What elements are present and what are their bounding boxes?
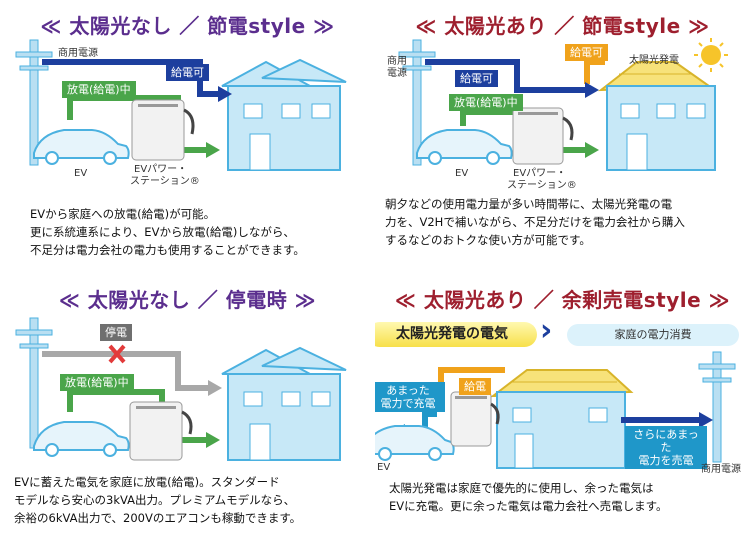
utility-pole-icon [15,317,53,449]
desc-line: 朝夕などの使用電力量が多い時間帯に、太陽光発電の電 [385,197,673,211]
solar-label: 太陽光発電 [629,55,679,66]
solar-power-box: 太陽光発電の電気 [375,322,537,347]
solar-feed-tag: 給電可 [565,44,608,61]
panel-blackout: ≪ 太陽光なし ／ 停電時 ≫ [0,274,375,547]
green-arrow-ev-to-house [67,95,220,158]
chevron-right-icon: › [540,313,553,348]
blackout-tag: 停電 [100,324,132,341]
panel-with-solar-saving: ≪ 太陽光あり ／ 節電style ≫ [375,0,750,273]
station-label-line2: ステーション® [130,176,200,187]
ev-label: EV [455,168,469,179]
charge-surplus-line2: 電力で充電 [380,397,436,410]
orange-arrow-solar-to-house [584,59,605,84]
ev-car-icon [33,421,130,457]
ev-power-station-icon [512,107,574,165]
gray-arrow-grid-cut [42,351,222,396]
feed-tag: 給電 [459,378,491,395]
ev-power-station-icon [131,99,195,161]
discharging-tag: 放電(給電)中 [449,94,523,111]
grid-label: 商用電源 [58,48,98,59]
panel-title: ≪ 太陽光なし ／ 停電時 ≫ [58,288,317,312]
panel-surplus-sale: ≪ 太陽光あり ／ 余剰売電style ≫ 太陽光発電の電気 › 家庭の電力消費 [375,274,750,547]
blackout-x-icon [108,344,126,364]
diagram-with-solar-saving [398,38,728,171]
ev-car-icon [375,425,455,461]
desc-line: するなどのおトクな使い方が可能です。 [385,233,591,247]
desc-line: 更に系統連系により、EVから放電(給電)しながら、 [30,225,295,239]
ev-power-station-icon [450,391,500,447]
grid-label: 商用電源 [701,464,741,475]
desc-line: 不足分は電力会社の電力も使用することができます。 [30,243,305,257]
house-with-solar-icon [489,369,634,469]
discharging-tag: 放電(給電)中 [60,374,134,391]
discharging-tag: 放電(給電)中 [62,81,136,98]
house-with-solar-icon [597,61,716,171]
feed-available-tag: 給電可 [166,64,209,81]
panel-description: EVから家庭への放電(給電)が可能。 更に系統連系により、EVから放電(給電)し… [30,205,305,259]
station-label-line1: EVパワー・ [134,164,188,175]
blue-arrow-grid-to-house [425,59,599,98]
utility-pole-icon [398,39,436,166]
grid-label-line2: 電源 [387,68,407,79]
house-icon [221,58,347,171]
desc-line: 太陽光発電は家庭で優先的に使用し、余った電気は [389,481,654,495]
desc-line: モデルなら安心の3kVA出力。プレミアムモデルなら、 [14,493,296,507]
diagram-surplus-sale [375,351,736,469]
feed-available-tag: 給電可 [455,70,498,87]
station-label-line2: ステーション® [507,180,577,191]
household-consumption-box: 家庭の電力消費 [567,324,739,346]
diagram-blackout [15,317,347,461]
ev-car-icon [416,129,513,165]
charge-surplus-tag: あまった 電力で充電 [375,382,445,412]
house-icon [221,346,347,461]
sell-surplus-line2: 電力を売電 [638,454,694,467]
panel-title: ≪ 太陽光なし ／ 節電style ≫ [40,14,335,38]
ev-label: EV [377,462,391,473]
panel-title: ≪ 太陽光あり ／ 余剰売電style ≫ [394,288,731,312]
panel-title: ≪ 太陽光あり ／ 節電style ≫ [415,14,710,38]
ev-car-icon [33,129,130,165]
desc-line: 余裕の6kVA出力で、200Vのエアコンも稼動できます。 [14,511,302,525]
panel-description: 太陽光発電は家庭で優先的に使用し、余った電気は EVに充電。更に余った電気は電力… [389,479,667,515]
desc-line: EVから家庭への放電(給電)が可能。 [30,207,216,221]
panel-no-solar-saving: ≪ 太陽光なし ／ 節電style ≫ [0,0,375,273]
desc-line: EVに充電。更に余った電気は電力会社へ売電します。 [389,499,668,513]
charge-surplus-line1: あまった [386,384,430,397]
ev-power-station-icon [129,401,193,461]
desc-line: EVに蓄えた電気を家庭に放電(給電)。スタンダード [14,475,280,489]
utility-pole-icon [15,39,53,166]
grid-label-line1: 商用 [387,56,407,67]
blue-arrow-sell-to-grid [621,412,713,428]
station-label-line1: EVパワー・ [513,168,567,179]
utility-pole-icon [698,351,736,463]
desc-line: 力を、V2Hで補いながら、不足分だけを電力会社から購入 [385,215,685,229]
ev-label: EV [74,168,88,179]
panel-description: 朝夕などの使用電力量が多い時間帯に、太陽光発電の電 力を、V2Hで補いながら、不… [385,195,685,249]
sell-surplus-line1: さらにあまった [633,428,699,454]
sun-icon [694,38,728,72]
sell-surplus-tag: さらにあまった 電力を売電 [625,426,707,469]
panel-description: EVに蓄えた電気を家庭に放電(給電)。スタンダード モデルなら安心の3kVA出力… [14,473,301,527]
